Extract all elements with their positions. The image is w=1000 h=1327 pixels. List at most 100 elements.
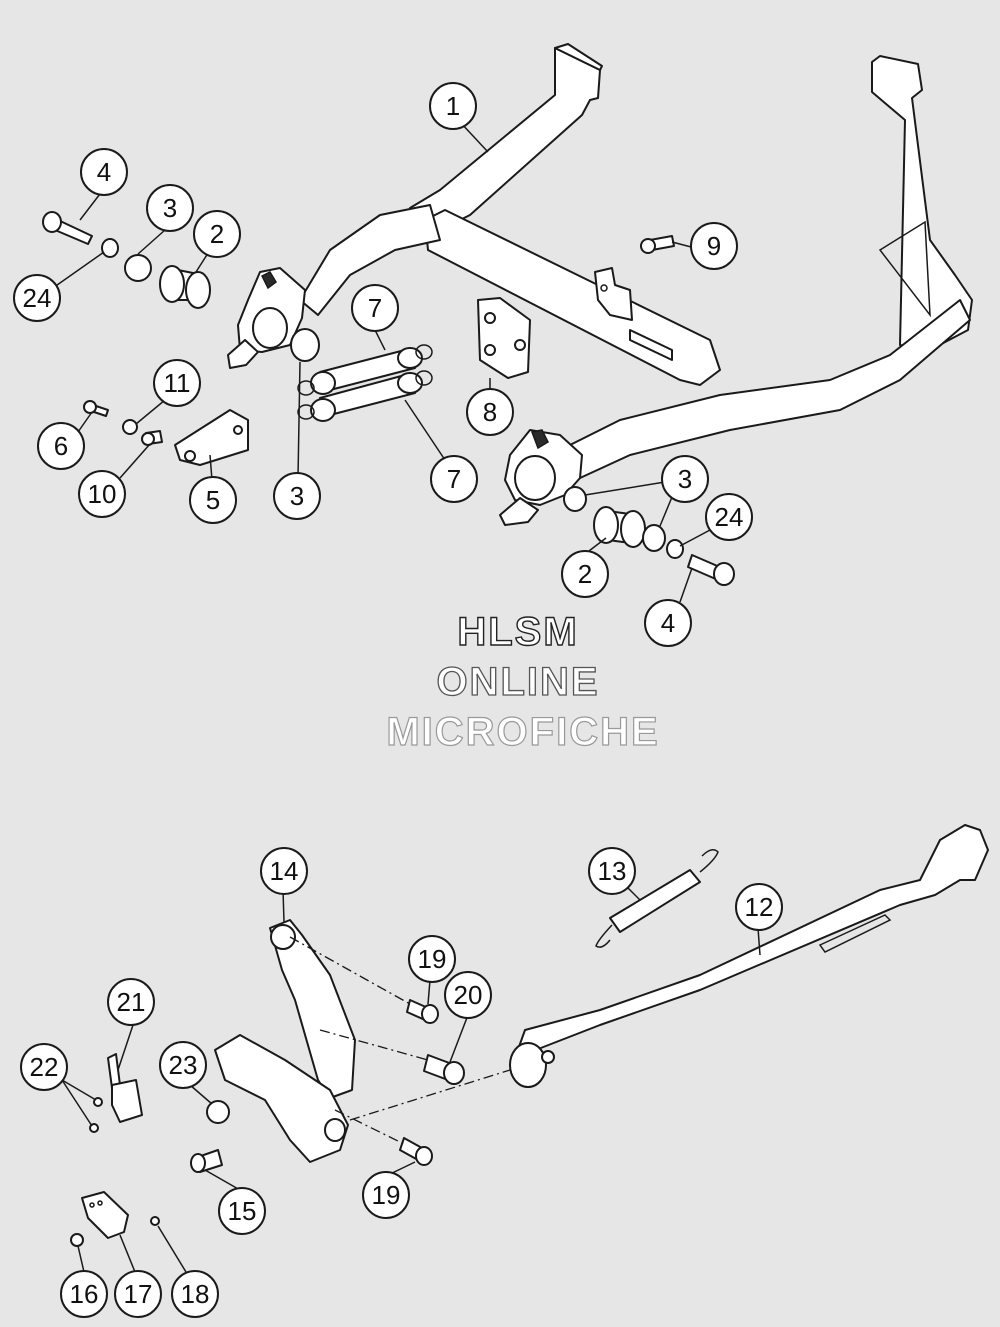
callout-19: 19 (408, 935, 456, 983)
callout-7-label: 7 (368, 293, 382, 323)
watermark-line-1: HLSM (457, 610, 578, 654)
callout-19: 19 (362, 1171, 410, 1219)
callout-24-label: 24 (23, 283, 52, 313)
callout-24: 24 (705, 493, 753, 541)
callout-2-label: 2 (210, 219, 224, 249)
callout-24: 24 (13, 274, 61, 322)
callout-5: 5 (189, 476, 237, 524)
assembly-line-a (289, 936, 411, 1005)
bolt-19-lower (399, 1137, 433, 1166)
lever-5 (174, 409, 249, 466)
callout-17-label: 17 (124, 1279, 153, 1309)
bracket-14 (214, 919, 356, 1163)
bracket-8 (477, 297, 531, 379)
sleeve-10 (141, 430, 163, 446)
bolt-9 (640, 235, 675, 254)
callout-10-label: 10 (88, 479, 117, 509)
callout-20: 20 (444, 971, 492, 1019)
springs-7 (297, 344, 433, 422)
callout-2-label: 2 (578, 559, 592, 589)
washer-24-left (101, 238, 119, 258)
assembly-line-d (349, 1069, 511, 1121)
callout-4: 4 (80, 148, 128, 196)
callout-3: 3 (146, 184, 194, 232)
center-stand (227, 43, 973, 526)
callout-12-label: 12 (745, 892, 774, 922)
callout-13: 13 (588, 847, 636, 895)
callout-18-label: 18 (181, 1279, 210, 1309)
callout-14: 14 (260, 847, 308, 895)
callout-14-label: 14 (270, 856, 299, 886)
callout-24-label: 24 (715, 502, 744, 532)
callout-2: 2 (193, 210, 241, 258)
callout-2: 2 (561, 550, 609, 598)
callout-3: 3 (273, 472, 321, 520)
callout-21: 21 (107, 978, 155, 1026)
callout-4: 4 (644, 599, 692, 647)
callouts: 1 4 3 2 24 7 9 11 6 8 7 3 10 5 3 24 2 4 … (13, 82, 783, 1318)
o-ring-3-left (124, 254, 152, 282)
callout-19-label: 19 (418, 944, 447, 974)
callout-11: 11 (153, 359, 201, 407)
callout-3-label: 3 (678, 464, 692, 494)
callout-15: 15 (218, 1187, 266, 1235)
callout-23-label: 23 (169, 1050, 198, 1080)
callout-23: 23 (159, 1041, 207, 1089)
o-ring-3-right-a (563, 486, 587, 512)
callout-13-label: 13 (598, 856, 627, 886)
callout-6: 6 (37, 422, 85, 470)
callout-18: 18 (171, 1270, 219, 1318)
callout-10: 10 (78, 470, 126, 518)
callout-17: 17 (114, 1270, 162, 1318)
assembly-line-c (334, 1109, 405, 1145)
leader-lines (49, 121, 761, 1273)
callout-3-label: 3 (290, 481, 304, 511)
callout-1-label: 1 (446, 91, 460, 121)
callout-3: 3 (661, 455, 709, 503)
bolt-4-left (42, 211, 93, 245)
callout-6-label: 6 (54, 431, 68, 461)
callout-19-label: 19 (372, 1180, 401, 1210)
callout-7: 7 (351, 284, 399, 332)
callout-9: 9 (690, 222, 738, 270)
o-ring-3-right-b (642, 524, 666, 552)
callout-16: 16 (60, 1270, 108, 1318)
rubber-23 (206, 1100, 230, 1124)
spring-13 (595, 849, 719, 948)
plate-17 (81, 1191, 129, 1239)
bolt-6 (83, 400, 109, 417)
callout-7: 7 (430, 455, 478, 503)
callout-21-label: 21 (117, 987, 146, 1017)
watermark-line-3: MICROFICHE (386, 710, 659, 754)
nut-16 (70, 1233, 84, 1247)
callout-5-label: 5 (206, 485, 220, 515)
callout-4-label: 4 (661, 608, 675, 638)
callout-16-label: 16 (70, 1279, 99, 1309)
bolt-20 (423, 1054, 465, 1085)
callout-1: 1 (429, 82, 477, 130)
callout-4-label: 4 (97, 157, 111, 187)
callout-15-label: 15 (228, 1196, 257, 1226)
bolt-19-upper (406, 999, 439, 1024)
callout-8-label: 8 (483, 397, 497, 427)
callout-11-label: 11 (164, 368, 191, 398)
o-ring-3-center (290, 328, 320, 362)
callout-9-label: 9 (707, 231, 721, 261)
callout-12: 12 (735, 883, 783, 931)
watermark-line-2: ONLINE (436, 660, 599, 704)
ball-18 (150, 1216, 160, 1226)
sleeve-11 (122, 419, 138, 435)
switch-21 (107, 1053, 143, 1123)
callout-22-label: 22 (30, 1052, 59, 1082)
washer-24-right (666, 539, 684, 559)
callout-7-label: 7 (447, 464, 461, 494)
bushing-2-left (159, 265, 211, 309)
watermark: HLSM ONLINE MICROFICHE (386, 609, 659, 754)
callout-22: 22 (20, 1043, 68, 1091)
callout-20-label: 20 (454, 980, 483, 1010)
callout-3-label: 3 (163, 193, 177, 223)
side-stand-12 (509, 824, 989, 1088)
rubber-15 (190, 1149, 223, 1173)
